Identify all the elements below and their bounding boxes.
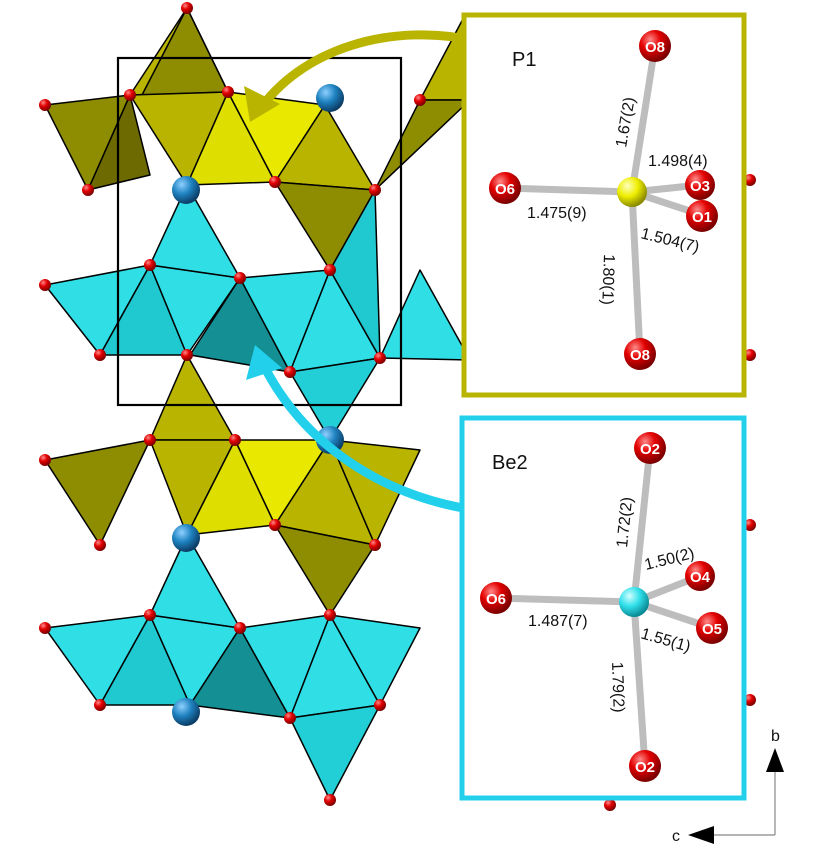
be2-distance-o2-bottom: 1.79(2) xyxy=(608,662,627,713)
be2-distance-o2-top: 1.72(2) xyxy=(614,496,636,548)
axes-indicator: b c xyxy=(672,728,784,845)
p1-atom-o6: O6 xyxy=(495,181,515,198)
be2-atom-o2-top: O2 xyxy=(640,441,660,458)
be2-title: Be2 xyxy=(492,452,528,474)
p1-distance-o6: 1.475(9) xyxy=(527,205,587,222)
cation-spheres xyxy=(172,84,344,726)
p1-pointer-arrow xyxy=(253,30,487,117)
be2-atom-o6: O6 xyxy=(486,591,506,608)
axis-b-label: b xyxy=(771,728,780,745)
be2-pointer-arrowhead xyxy=(246,345,282,380)
p1-panel: P1 O8 O6 O3 O1 O8 1.67(2) 1.498(4) 1.475… xyxy=(461,12,747,398)
be2-panel: Be2 O2 O6 O4 O5 O2 1.72(2) 1.50(2) 1.487… xyxy=(459,415,747,801)
unit-cell-outline xyxy=(116,56,403,407)
be2-distance-o6: 1.487(7) xyxy=(528,613,588,630)
be2-pointer-arrow xyxy=(257,357,495,517)
p1-atom-o3: O3 xyxy=(690,178,710,195)
p1-distance-o8-bottom: 1.80(1) xyxy=(598,254,617,305)
p1-atom-o1: O1 xyxy=(692,209,712,226)
p1-pointer-arrowhead xyxy=(244,86,280,122)
be2-atom-o2-bottom: O2 xyxy=(635,759,655,776)
axis-c-label: c xyxy=(672,828,680,845)
p1-distance-o3: 1.498(4) xyxy=(648,153,708,170)
p1-atom-o8-top: O8 xyxy=(645,39,665,56)
p1-title: P1 xyxy=(512,49,536,71)
p1-atom-o8-bottom: O8 xyxy=(630,347,650,364)
be2-atom-o4: O4 xyxy=(690,569,711,586)
oxygen-vertices xyxy=(39,2,756,811)
be2-atom-o5: O5 xyxy=(702,621,722,638)
